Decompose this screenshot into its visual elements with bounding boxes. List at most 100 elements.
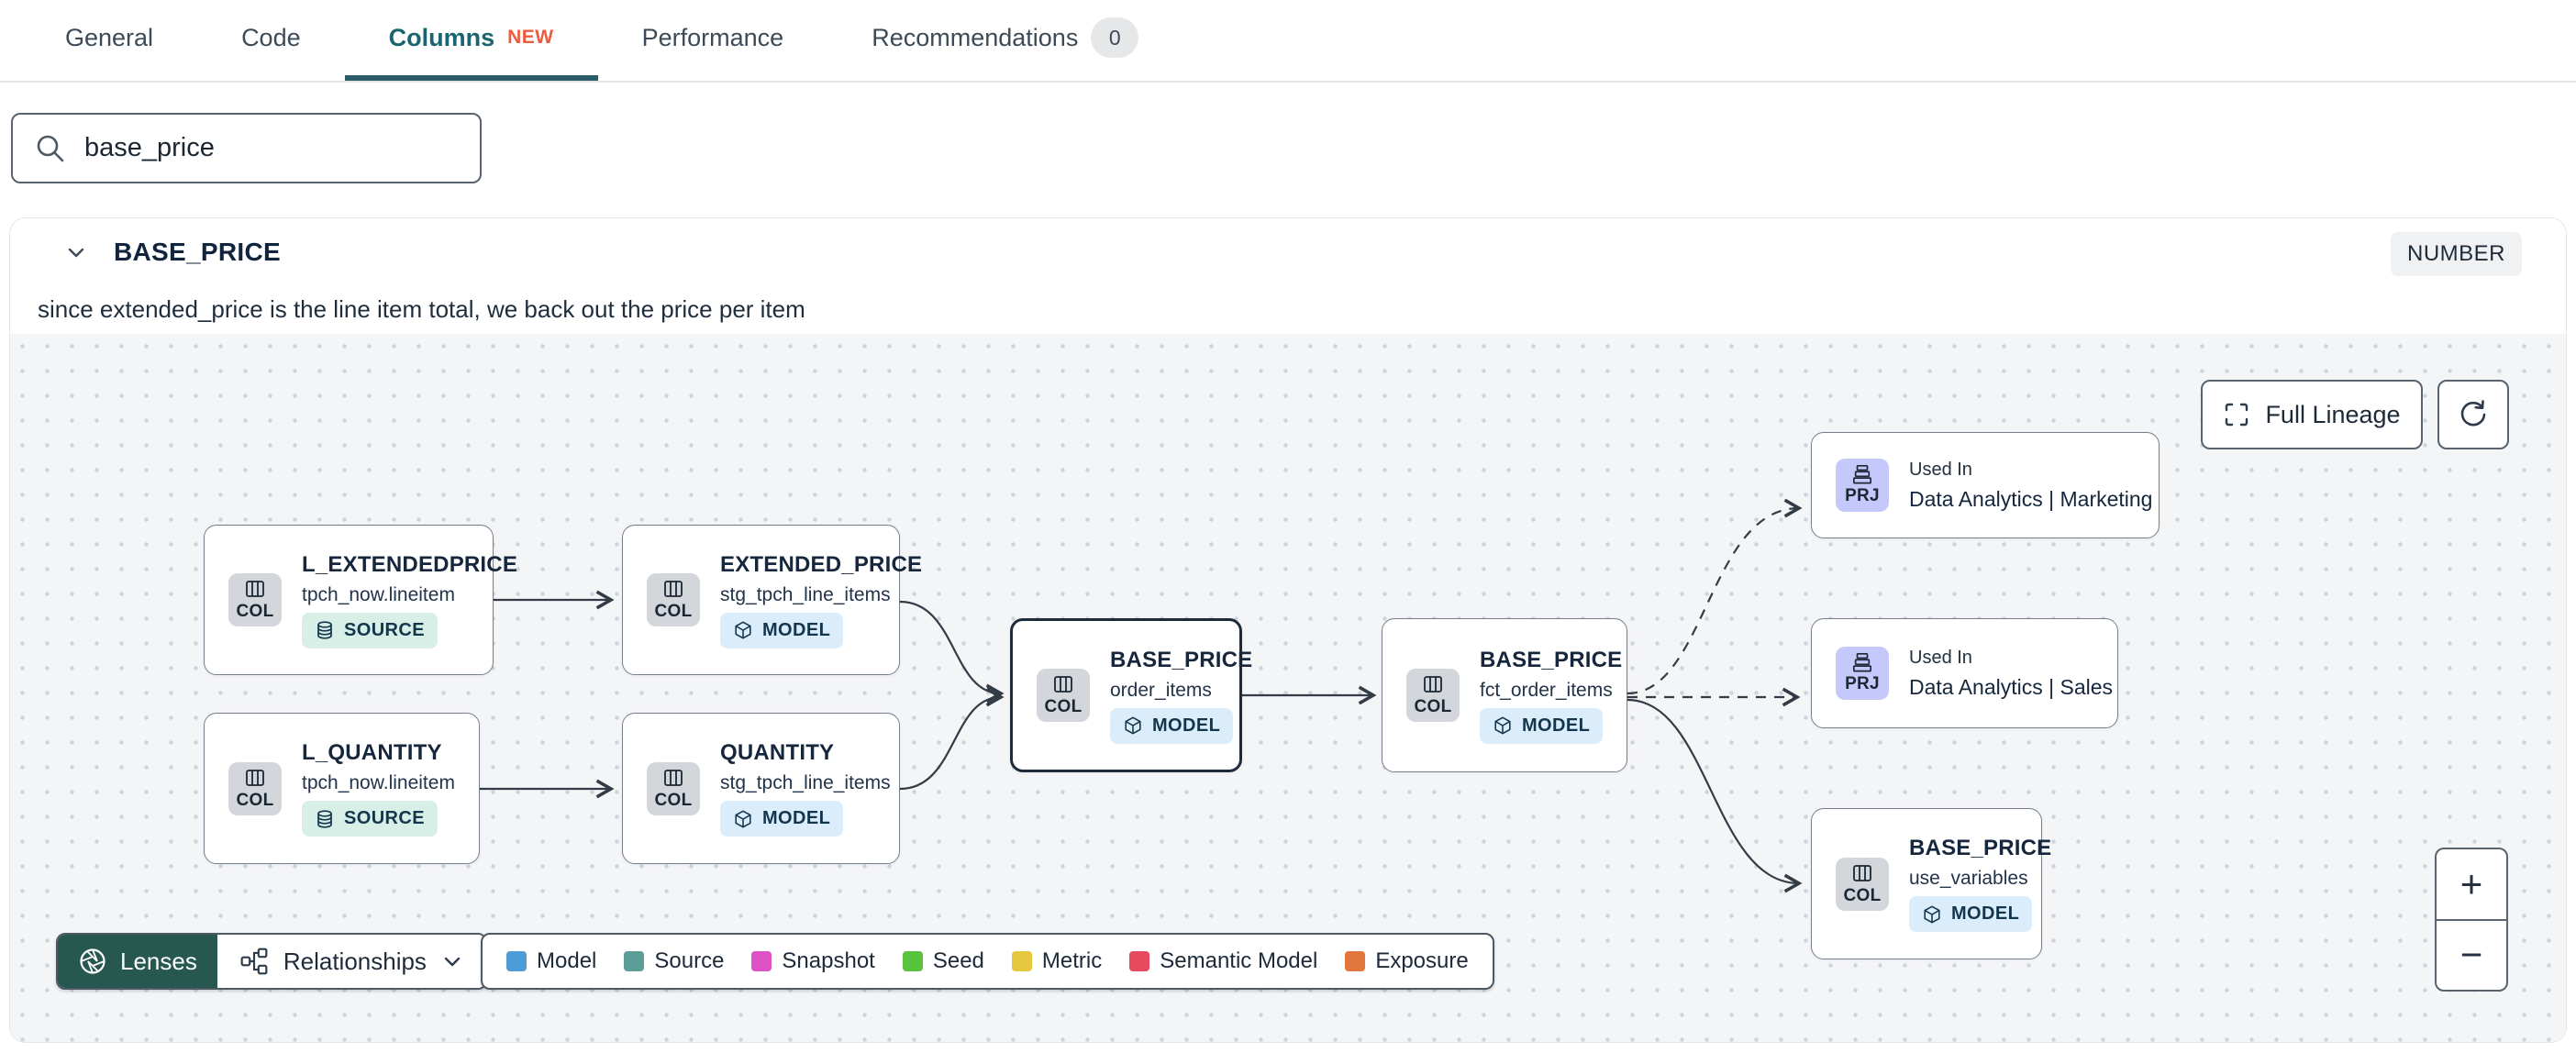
legend-item-source: Source — [624, 948, 724, 974]
node-subtitle: stg_tpch_line_items — [720, 583, 891, 605]
columns-icon — [664, 581, 683, 597]
tab-general[interactable]: General — [21, 0, 197, 81]
badge-label: SOURCE — [344, 619, 425, 640]
model-badge: MODEL — [720, 612, 844, 648]
node-title: BASE_PRICE — [1110, 647, 1253, 672]
lineage-node-used-in-sales[interactable]: PRJ Used In Data Analytics | Sales — [1811, 618, 2118, 728]
legend-label: Seed — [932, 948, 984, 973]
zoom-out-button[interactable]: − — [2459, 933, 2483, 977]
legend-label: Metric — [1041, 948, 1103, 973]
column-chip: COL — [1406, 669, 1460, 722]
legend-swatch — [1129, 951, 1150, 971]
tab-performance[interactable]: Performance — [598, 0, 828, 81]
legend-label: Exposure — [1375, 948, 1469, 973]
legend-label: Model — [537, 948, 597, 973]
lenses-button[interactable]: Lenses — [58, 935, 217, 988]
refresh-icon — [2460, 400, 2486, 427]
search-input[interactable]: base_price — [11, 113, 482, 183]
legend-swatch — [1011, 951, 1032, 971]
cube-icon — [735, 810, 751, 827]
tab-columns[interactable]: Columns NEW — [344, 0, 598, 81]
new-tag: NEW — [507, 27, 554, 48]
full-lineage-label: Full Lineage — [2265, 400, 2401, 428]
project-chip: PRJ — [1836, 459, 1889, 512]
database-icon — [317, 809, 332, 828]
lineage-node-used-in-marketing[interactable]: PRJ Used In Data Analytics | Marketing — [1811, 432, 2160, 538]
collapse-chevron-icon[interactable] — [64, 240, 88, 264]
node-subtitle: tpch_now.lineitem — [302, 583, 455, 605]
lineage-node-l-quantity[interactable]: COL L_QUANTITY tpch_now.lineitem SOURCE — [204, 713, 480, 864]
legend-item-metric: Metric — [1011, 948, 1103, 974]
legend-item-snapshot: Snapshot — [751, 948, 875, 974]
relationships-label: Relationships — [283, 947, 427, 975]
node-subtitle: use_variables — [1909, 868, 2028, 889]
search-value: base_price — [84, 133, 215, 162]
chip-label: PRJ — [1845, 674, 1880, 693]
node-title: BASE_PRICE — [1909, 836, 2052, 860]
used-in-label: Used In — [1909, 459, 1972, 480]
recommendations-count-badge: 0 — [1091, 17, 1139, 58]
tab-label: Performance — [641, 23, 784, 51]
edge-dashed — [1627, 498, 1803, 695]
lineage-node-extended-price[interactable]: COL EXTENDED_PRICE stg_tpch_line_items M… — [622, 525, 922, 675]
relationships-icon — [240, 948, 268, 975]
chip-label: COL — [654, 602, 693, 621]
used-in-label: Used In — [1909, 647, 1972, 668]
chip-label: PRJ — [1845, 486, 1880, 505]
tab-label: Recommendations — [872, 23, 1079, 51]
relationships-dropdown[interactable]: Relationships — [217, 935, 485, 988]
chip-label: COL — [1843, 885, 1882, 905]
legend-item-exposure: Exposure — [1345, 948, 1469, 974]
archive-icon — [1853, 653, 1871, 672]
search-icon — [37, 135, 64, 161]
chevron-down-icon — [444, 957, 461, 967]
legend-swatch — [624, 951, 645, 971]
tab-label: Code — [241, 23, 301, 51]
columns-icon — [1054, 676, 1072, 693]
cube-icon — [735, 621, 751, 639]
column-chip: COL — [228, 573, 282, 626]
zoom-controls: + − — [2435, 848, 2508, 992]
tab-recommendations[interactable]: Recommendations 0 — [827, 0, 1183, 81]
node-title: L_EXTENDEDPRICE — [302, 551, 518, 577]
node-subtitle: stg_tpch_line_items — [720, 772, 891, 793]
lineage-node-base-price-fct-order-items[interactable]: COL BASE_PRICE fct_order_items MODEL — [1382, 618, 1627, 772]
chip-label: COL — [1414, 697, 1452, 716]
column-chip: COL — [1037, 669, 1090, 722]
lineage-node-base-price-use-variables[interactable]: COL BASE_PRICE use_variables MODEL — [1811, 808, 2051, 959]
chip-label: COL — [1044, 697, 1083, 716]
tab-label: General — [65, 23, 154, 51]
cube-icon — [1125, 716, 1141, 735]
legend-item-model: Model — [506, 948, 596, 974]
lineage-canvas[interactable]: COL L_EXTENDEDPRICE tpch_now.lineitem SO… — [10, 334, 2566, 1042]
project-chip: PRJ — [1836, 647, 1889, 700]
lenses-label: Lenses — [120, 947, 197, 975]
badge-label: MODEL — [762, 619, 831, 640]
lineage-node-base-price-order-items[interactable]: COL BASE_PRICE order_items MODEL — [1010, 618, 1252, 772]
node-title: QUANTITY — [720, 740, 835, 765]
legend-swatch — [1345, 951, 1366, 971]
source-badge: SOURCE — [302, 801, 438, 837]
zoom-in-button[interactable]: + — [2437, 849, 2506, 921]
full-lineage-button[interactable]: Full Lineage — [2201, 380, 2423, 449]
column-chip: COL — [1836, 857, 1889, 911]
lineage-node-l-extendedprice[interactable]: COL L_EXTENDEDPRICE tpch_now.lineitem SO… — [204, 525, 517, 675]
refresh-button[interactable] — [2437, 380, 2509, 449]
tab-code[interactable]: Code — [197, 0, 345, 81]
legend-item-seed: Seed — [902, 948, 984, 974]
expand-icon — [2226, 403, 2248, 427]
legend-label: Semantic Model — [1160, 948, 1318, 973]
node-subtitle: tpch_now.lineitem — [302, 772, 455, 793]
lenses-toolbar: Lenses Relationships — [56, 933, 487, 990]
column-chip: COL — [228, 761, 282, 815]
database-icon — [317, 621, 332, 639]
used-in-name: Data Analytics | Marketing — [1909, 486, 2153, 511]
columns-icon — [1853, 864, 1871, 881]
columns-icon — [246, 581, 264, 597]
legend-swatch — [506, 951, 527, 971]
model-badge: MODEL — [720, 801, 844, 837]
column-panel: BASE_PRICE NUMBER since extended_price i… — [9, 217, 2567, 1043]
node-type-legend: Model Source Snapshot Seed Metric Semant… — [481, 933, 1494, 990]
lineage-node-quantity[interactable]: COL QUANTITY stg_tpch_line_items MODEL — [622, 713, 900, 864]
node-subtitle: order_items — [1110, 679, 1212, 701]
